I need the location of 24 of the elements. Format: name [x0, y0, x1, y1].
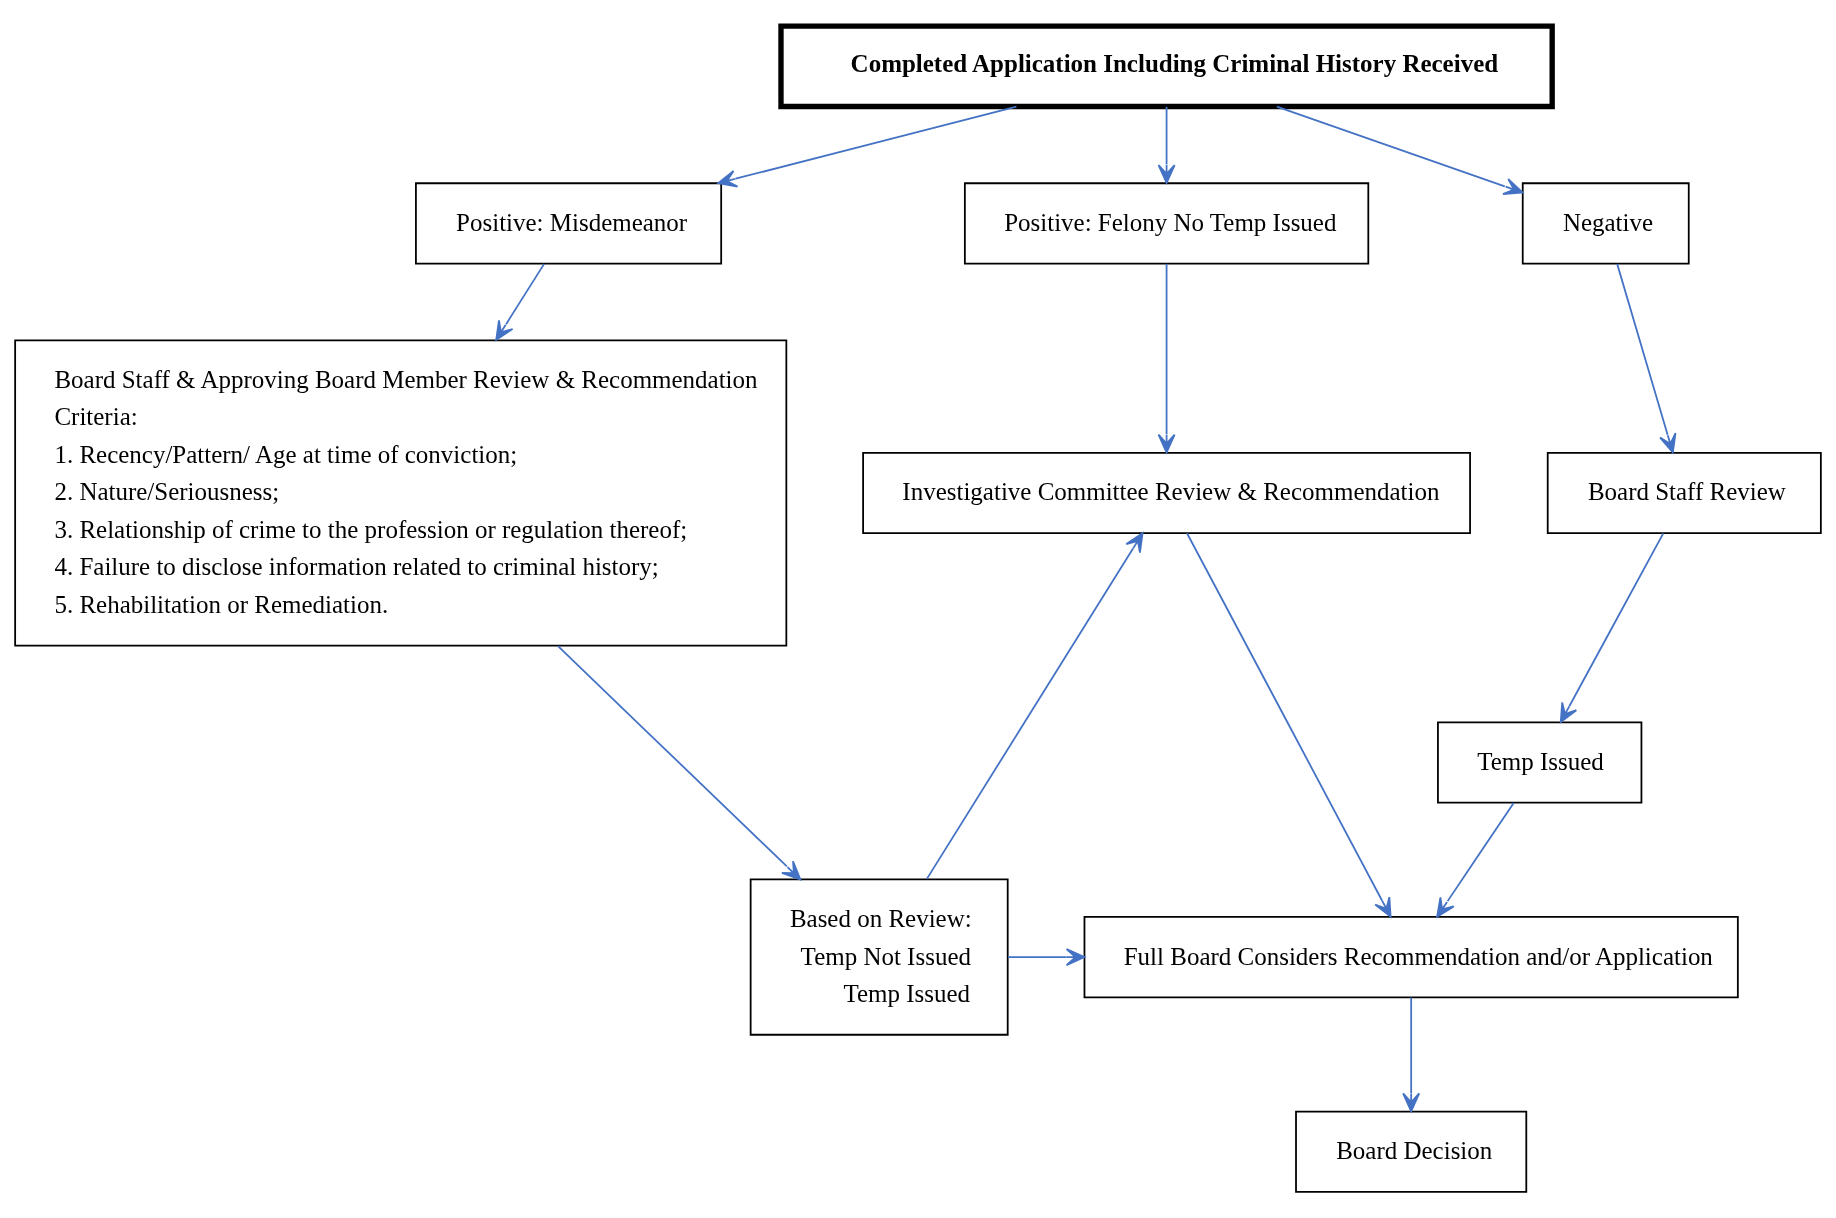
- arrow: [557, 645, 802, 881]
- node-box: Investigative Committee Review & Recommendation: [862, 451, 1471, 535]
- node-box: Positive: Misdemeanor: [415, 182, 723, 265]
- arrow: [1157, 262, 1176, 454]
- arrow: [495, 262, 546, 341]
- node-box: Temp Issued: [1437, 721, 1643, 804]
- arrow: [1007, 948, 1086, 967]
- node-box: Completed Application Including Criminal History Received: [778, 23, 1555, 110]
- node-box: Board Decision: [1295, 1110, 1528, 1193]
- arrow: [1559, 532, 1665, 723]
- arrow: [1275, 105, 1524, 196]
- node-box: Based on Review: Temp Not Issued Temp Issued: [749, 878, 1009, 1036]
- arrow: [1157, 105, 1176, 184]
- node-box: Negative: [1521, 182, 1690, 265]
- node-box: Full Board Considers Recommendation and/or Application: [1083, 916, 1739, 999]
- arrow: [1402, 996, 1421, 1113]
- arrow: [717, 105, 1018, 188]
- node-box: Positive: Felony No Temp Issued: [963, 182, 1370, 265]
- arrow: [1186, 532, 1392, 918]
- arrow: [1616, 262, 1677, 454]
- arrow: [925, 532, 1144, 880]
- node-box: Board Staff Review: [1546, 451, 1822, 535]
- arrow: [1436, 802, 1515, 918]
- node-box: Board Staff & Approving Board Member Review & Recommendation Criteria: 1. Recency/Pattern/ Age at time of conviction; 2. Nature/Seriousness; 3. Relationship of crime to the profession or regulation thereof; 4. Failure to disclose information related to criminal history; 5. Rehabilitation or Remediation.: [14, 339, 788, 647]
